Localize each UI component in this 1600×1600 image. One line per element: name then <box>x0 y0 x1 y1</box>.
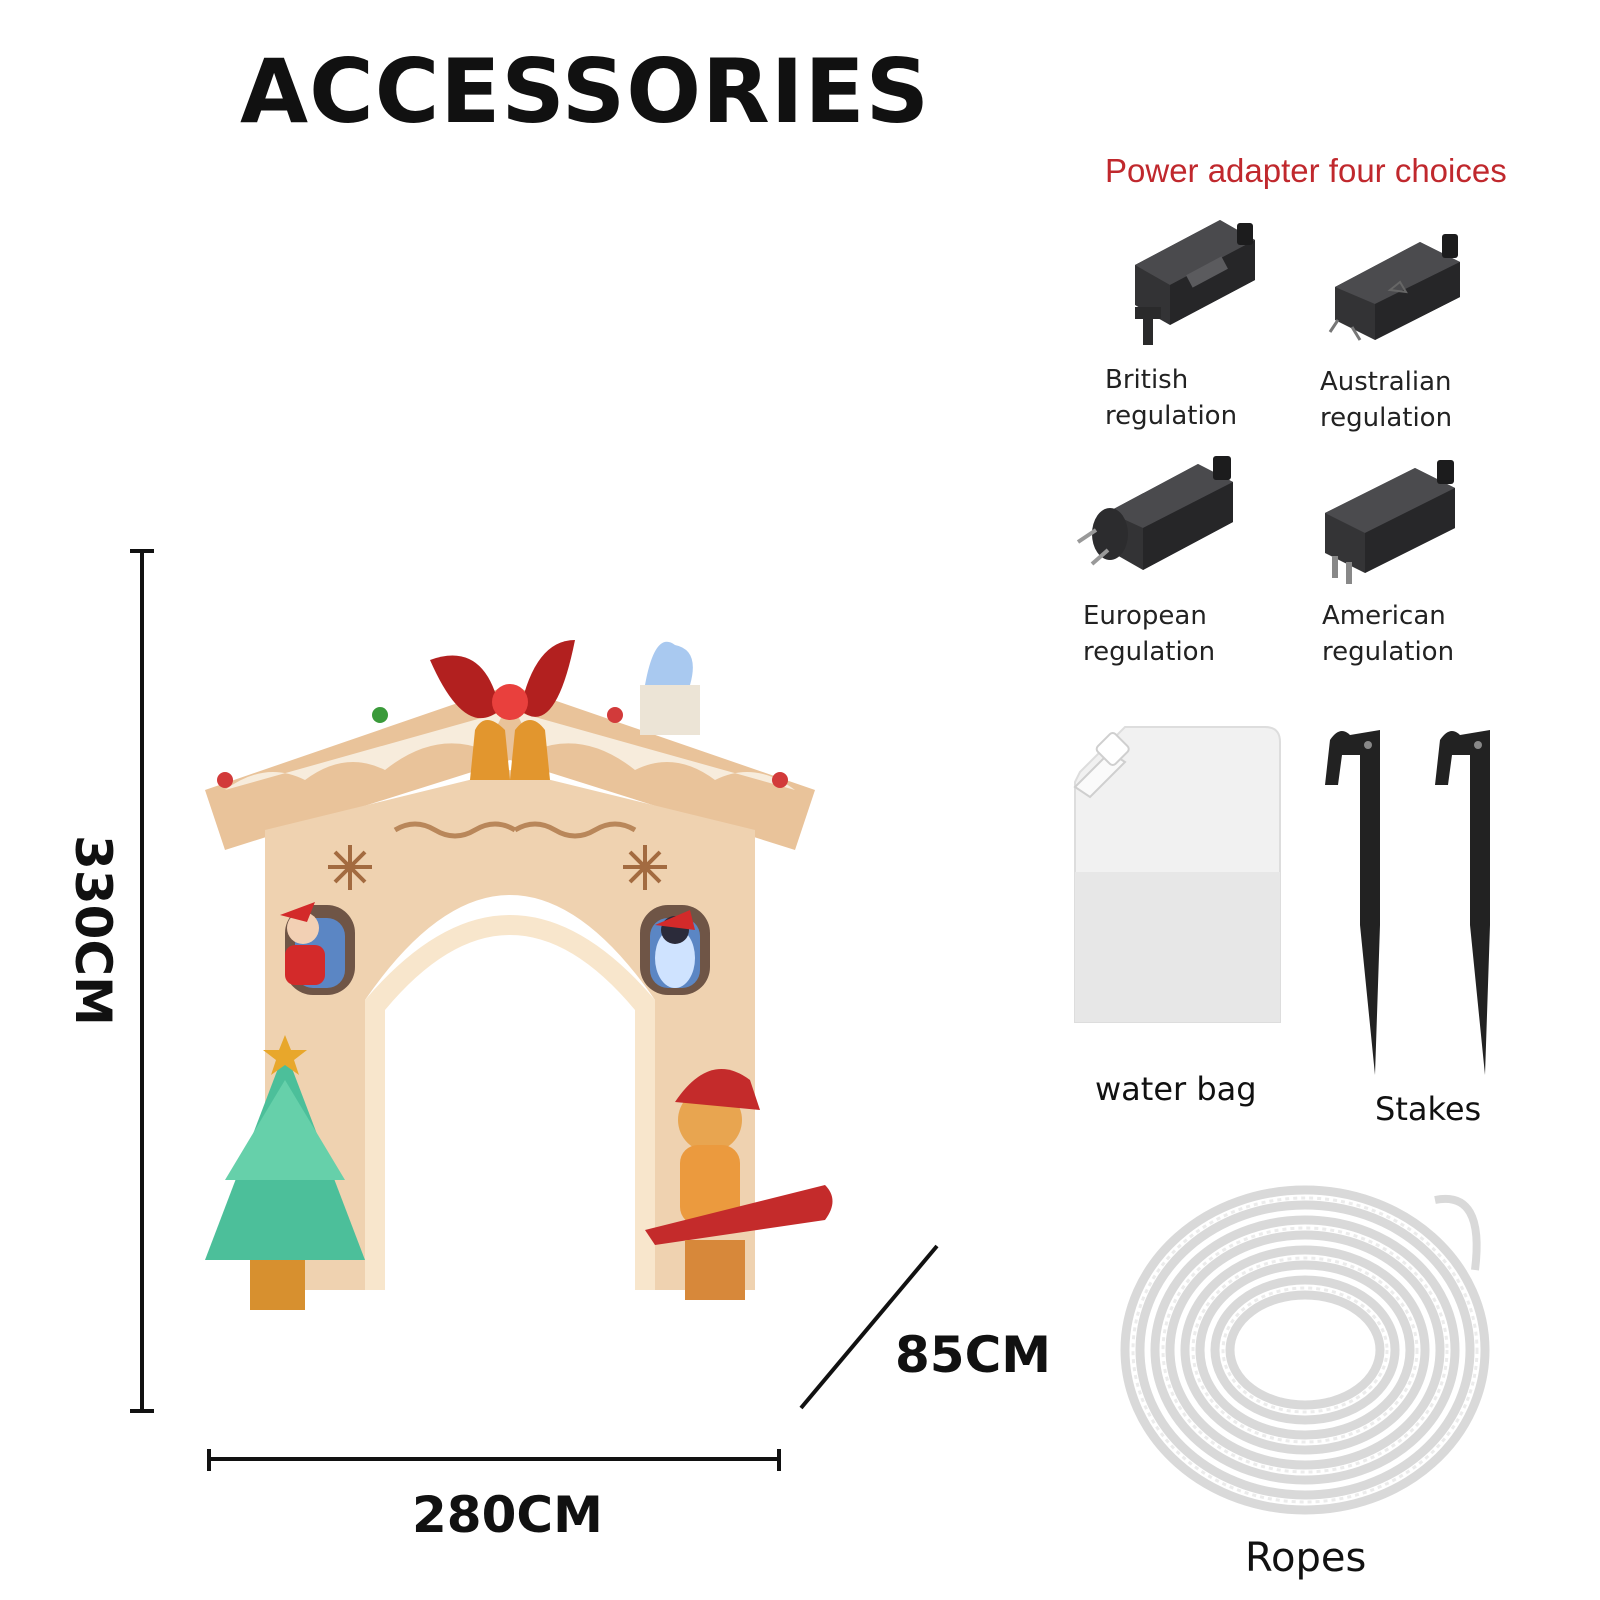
adapter-label-british: British regulation <box>1105 365 1238 431</box>
stakes-image <box>1325 730 1490 1075</box>
adapter-label-american: American regulation <box>1322 601 1455 667</box>
width-dimension-label: 280CM <box>412 1486 603 1544</box>
page-title: ACCESSORIES <box>240 40 930 143</box>
british-adapter-image <box>1135 220 1255 345</box>
inflatable-arch-image <box>205 640 833 1310</box>
european-adapter-image <box>1076 456 1233 570</box>
depth-dimension-line <box>799 1244 939 1410</box>
water-bag-label: water bag <box>1095 1070 1257 1108</box>
depth-dimension-label: 85CM <box>895 1326 1052 1384</box>
adapter-label-european: European regulation <box>1083 601 1216 667</box>
adapter-label-australian: Australian regulation <box>1320 367 1453 433</box>
ropes-image <box>1120 1185 1490 1515</box>
australian-adapter-image <box>1328 234 1460 341</box>
adapter-heading: Power adapter four choices <box>1105 152 1507 189</box>
width-dimension-line <box>207 1449 781 1471</box>
ropes-label: Ropes <box>1245 1535 1367 1581</box>
water-bag-image <box>1073 726 1281 1023</box>
height-dimension-line <box>130 549 154 1413</box>
height-dimension-label: 330CM <box>64 835 122 1026</box>
american-adapter-image <box>1325 460 1455 584</box>
stakes-label: Stakes <box>1375 1090 1482 1128</box>
